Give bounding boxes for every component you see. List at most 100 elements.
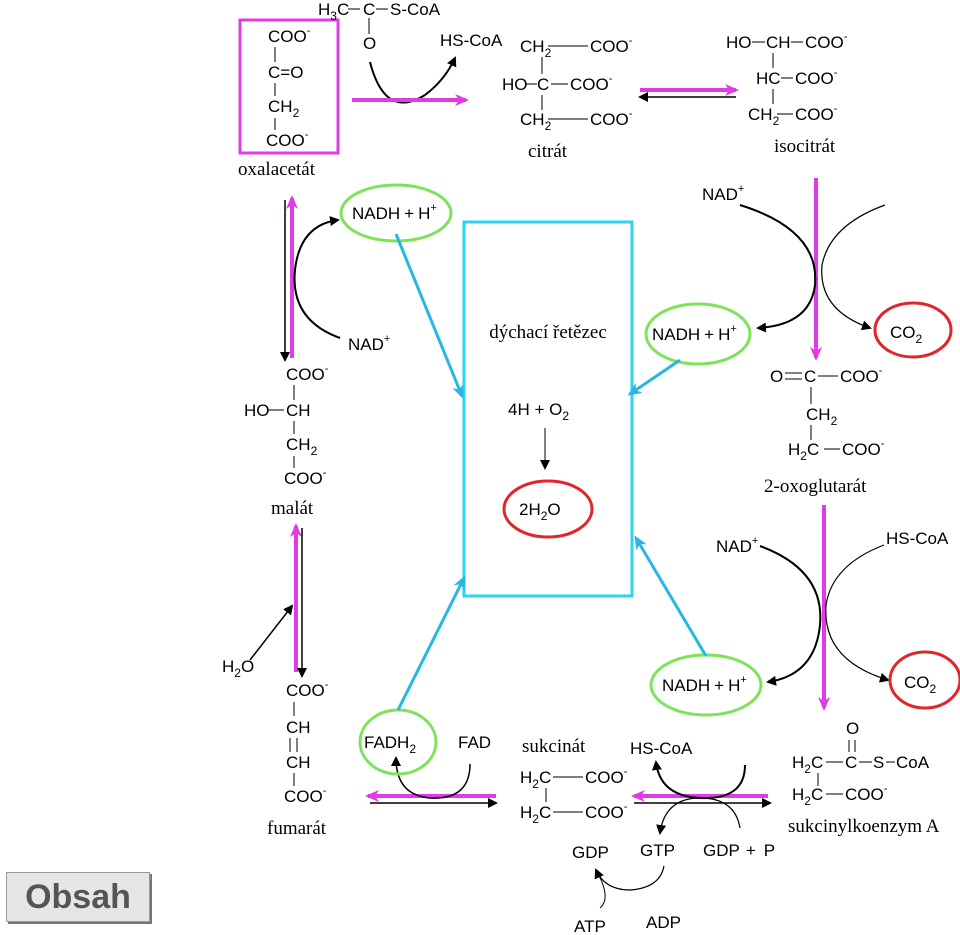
gdp-p-label: GDP+P [703, 841, 775, 860]
svg-text:CH2: CH2 [806, 405, 838, 428]
svg-text:HO: HO [502, 75, 528, 94]
citrat-label: citrát [528, 141, 568, 162]
fadh2-to-chain-arrow [396, 575, 466, 711]
nadh-to-chain-arrow-right-lower [634, 535, 708, 657]
nad-label-left: NAD+ [348, 333, 390, 354]
nad-label-2: NAD+ [716, 535, 758, 556]
oxalacetat-structure: COO- C=O CH2 COO- [266, 25, 311, 150]
sukcinylkoenzym-structure: O H2C C S CoA H2C COO- [792, 719, 930, 808]
svg-text:CH2: CH2 [286, 435, 318, 458]
svg-text:CH: CH [766, 33, 791, 52]
fadh2-label: FADH2 [364, 733, 416, 756]
svg-text:CH2: CH2 [268, 97, 300, 120]
svg-text:COO-: COO- [795, 103, 838, 124]
co2-circle-2 [888, 650, 960, 710]
nadh-label-right-lower: NADH+H+ [662, 674, 747, 695]
svg-text:H2C: H2C [520, 768, 551, 791]
fumarat-structure: COO- CH CH COO- [284, 679, 329, 806]
svg-text:COO-: COO- [284, 785, 327, 806]
sukcinylkoenzym-label: sukcinylkoenzym A [788, 816, 940, 837]
fad-label: FAD [458, 733, 491, 752]
hs-coa-release-curve [651, 760, 746, 800]
svg-text:H2C: H2C [788, 440, 819, 463]
svg-text:C: C [537, 75, 549, 94]
svg-text:C: C [363, 0, 375, 19]
water-product-circle [502, 479, 594, 539]
svg-text:O: O [846, 719, 859, 738]
svg-text:COO-: COO- [845, 783, 888, 804]
svg-text:HO: HO [726, 33, 752, 52]
sukcinat-label: sukcinát [522, 736, 586, 757]
atp-label: ATP [574, 917, 606, 935]
oxalacetat-label: oxalacetát [238, 159, 316, 180]
svg-text:CH2: CH2 [520, 37, 552, 60]
oxygen-reaction: 4H + O2 [508, 400, 569, 423]
water-product: 2H2O [519, 500, 561, 523]
malat-label: malát [271, 498, 314, 519]
svg-text:COO-: COO- [805, 31, 848, 52]
svg-text:S: S [873, 753, 884, 772]
hs-coa-label-top: HS-CoA [440, 31, 503, 50]
oxoglutarat-label: 2-oxoglutarát [764, 476, 867, 497]
co2-label-2: CO2 [904, 673, 937, 696]
gdp-label: GDP [572, 843, 609, 862]
svg-text:COO-: COO- [590, 35, 633, 56]
svg-text:CoA: CoA [896, 753, 930, 772]
svg-text:H3C: H3C [318, 0, 349, 23]
co2-release-curve-1 [821, 204, 886, 331]
oxalacetat-highlight-box [238, 18, 340, 155]
svg-text:COO-: COO- [585, 801, 628, 822]
acetyl-coa-structure: H3C C S-CoA O [318, 0, 441, 53]
svg-text:H2C: H2C [520, 803, 551, 826]
svg-text:CH: CH [286, 401, 311, 420]
obsah-button[interactable]: Obsah [6, 872, 150, 922]
gdp-gtp-curve [656, 797, 741, 835]
nad-reduction-curve-left [293, 216, 341, 339]
svg-text:O: O [770, 367, 783, 386]
svg-text:H2C: H2C [792, 753, 823, 776]
svg-text:HO: HO [244, 401, 270, 420]
nadh-circle-right-upper [644, 302, 752, 366]
isocitrat-structure: HO CH COO- HC COO- CH2 COO- [726, 31, 848, 128]
nadh-to-chain-arrow-left [394, 233, 464, 399]
svg-text:HC: HC [756, 69, 781, 88]
svg-text:COO-: COO- [585, 766, 628, 787]
svg-text:C: C [845, 753, 857, 772]
svg-text:CH2: CH2 [520, 110, 552, 133]
nad-reduction-curve-1 [739, 204, 817, 333]
svg-text:O: O [363, 34, 376, 53]
citrat-structure: CH2 COO- HO C COO- CH2 COO- [502, 35, 633, 133]
nadh-label-right-upper: NADH+H+ [652, 323, 737, 344]
svg-text:C=O: C=O [268, 63, 303, 82]
fumarat-label: fumarát [267, 818, 327, 839]
fad-reduction-curve [391, 756, 471, 799]
svg-text:COO-: COO- [286, 363, 329, 384]
svg-text:COO-: COO- [590, 108, 633, 129]
nad-label-1: NAD+ [702, 183, 744, 204]
gtp-label: GTP [640, 841, 675, 860]
atp-formation-curve [595, 869, 606, 909]
svg-text:S-CoA: S-CoA [390, 0, 441, 19]
atp-adp-curve [594, 865, 665, 891]
adp-label: ADP [646, 913, 681, 932]
svg-text:COO-: COO- [570, 73, 613, 94]
nadh-to-chain-arrow-right-upper [627, 358, 681, 396]
co2-circle-1 [873, 301, 953, 359]
co2-release-curve-2 [825, 544, 890, 683]
svg-text:COO-: COO- [268, 25, 311, 46]
respiratory-chain-box [462, 220, 634, 598]
acetyl-coa-curve-arrow [369, 56, 457, 104]
svg-text:COO-: COO- [795, 67, 838, 88]
respiratory-chain-title: dýchací řetězec [489, 322, 607, 343]
svg-text:COO-: COO- [266, 129, 309, 150]
water-label: H2O [222, 657, 254, 680]
oxoglutarat-structure: O C COO- CH2 H2C COO- [770, 365, 885, 463]
nadh-label-left: NADH+H+ [352, 202, 437, 223]
svg-text:CH2: CH2 [748, 105, 780, 128]
nad-reduction-curve-2 [759, 545, 822, 686]
water-addition-arrow [249, 604, 294, 661]
svg-text:C: C [804, 367, 816, 386]
svg-text:CH: CH [286, 718, 311, 737]
hs-coa-label-right: HS-CoA [886, 529, 949, 548]
